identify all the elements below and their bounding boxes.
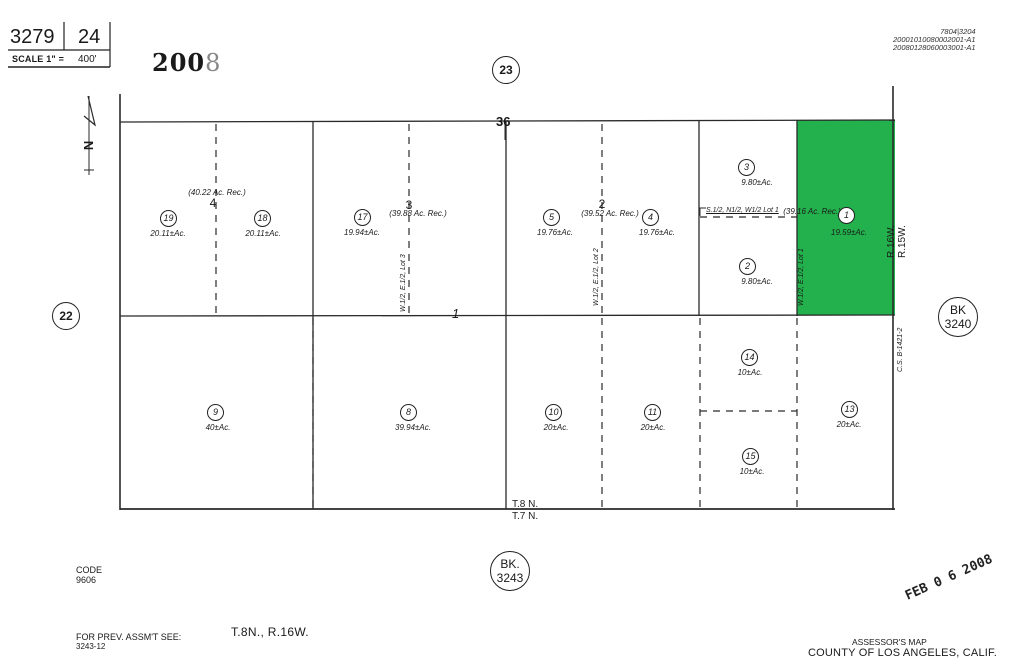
- lot-2-record: (39.52 Ac. Rec.): [581, 209, 639, 218]
- north-arrow-icon: N: [81, 140, 97, 151]
- parcel-acreage: 20±Ac.: [640, 423, 666, 432]
- scale-label: SCALE 1" =: [12, 54, 65, 64]
- map-year: 2008: [152, 48, 221, 77]
- parcel-acreage: 20±Ac.: [836, 420, 862, 429]
- parcel-number: 15: [742, 448, 759, 465]
- lot-2-subdivision-note: W.1/2, E.1/2, Lot 2: [593, 248, 600, 306]
- previous-assessment-ref: FOR PREV. ASSM'T SEE: 3243-12: [76, 632, 182, 652]
- document-number: 20001010080002001-A1: [893, 35, 976, 44]
- parcel-acreage: 20.11±Ac.: [245, 229, 281, 238]
- parcel-number: 14: [741, 349, 758, 366]
- lot-4-label: 4: [209, 196, 217, 210]
- lot-1-record: (39.16 Ac. Rec.): [783, 207, 841, 216]
- parcel-acreage: 19.76±Ac.: [639, 228, 675, 237]
- township-south-label: T.7 N.: [512, 511, 539, 522]
- township-north-label: T.8 N.: [512, 499, 539, 510]
- parcel-acreage: 40±Ac.: [205, 423, 231, 432]
- parcel-number: 17: [354, 209, 371, 226]
- lot-3-subdivision-note: W.1/2, E.1/2, Lot 3: [400, 254, 407, 312]
- parcel-acreage: 19.59±Ac.: [831, 228, 867, 237]
- code-value: 9606: [76, 575, 97, 585]
- document-number: 7804|3204: [940, 27, 976, 36]
- parcel-number: 18: [254, 210, 271, 227]
- parcel-number: 9: [207, 404, 224, 421]
- book-prefix: BK: [949, 303, 966, 317]
- parcel-number: 13: [841, 401, 858, 418]
- assessor-map-title: ASSESSOR'S MAP: [852, 637, 927, 647]
- parcel-number: 5: [543, 209, 560, 226]
- map-year-faint: 8: [205, 49, 222, 77]
- county-name: COUNTY OF LOS ANGELES, CALIF.: [808, 647, 997, 659]
- document-numbers: 7804|3204 20001010080002001-A1 200801280…: [893, 28, 976, 52]
- prev-value: 3243-12: [76, 642, 106, 651]
- map-book-number: 3279: [10, 26, 55, 48]
- parcel-number: 11: [644, 404, 661, 421]
- parcel-acreage: 9.80±Ac.: [741, 178, 773, 187]
- parcel-number: 19: [160, 210, 177, 227]
- adjacent-section-top[interactable]: 23: [492, 56, 520, 84]
- lot-1-north-note: S.1/2, N1/2, W1/2 Lot 1: [706, 207, 779, 214]
- code-label: CODE: [76, 565, 103, 575]
- parcel-number: 3: [738, 159, 755, 176]
- document-number: 20080128060003001-A1: [893, 43, 976, 52]
- adjacent-section-left[interactable]: 22: [52, 302, 80, 330]
- lot-3-label: 3: [405, 198, 413, 212]
- parcel-acreage: 10±Ac.: [739, 467, 765, 476]
- lot-2-label: 2: [598, 197, 606, 211]
- map-page-number: 24: [78, 26, 101, 48]
- parcel-acreage: 20±Ac.: [543, 423, 569, 432]
- book-prefix: BK.: [500, 557, 520, 571]
- parcel-number: 8: [400, 404, 417, 421]
- sheet-index-box: [8, 22, 111, 68]
- parcel-number: 1: [838, 207, 855, 224]
- range-west-label: R.15W.: [897, 225, 908, 258]
- adjacent-book-right[interactable]: BK 3240: [938, 297, 978, 337]
- quarter-label: 1: [452, 306, 460, 321]
- parcel-number: 10: [545, 404, 562, 421]
- lot-1-subdivision-note: W.1/2, E.1/2, Lot 1: [798, 248, 805, 306]
- map-year-main: 200: [152, 48, 206, 77]
- adjacent-book-bottom[interactable]: BK. 3243: [490, 551, 530, 591]
- section-number: 36: [496, 114, 511, 129]
- parcel-acreage: 39.94±Ac.: [395, 423, 431, 432]
- parcel-number: 2: [739, 258, 756, 275]
- parcel-acreage: 19.94±Ac.: [344, 228, 380, 237]
- parcel-acreage: 20.11±Ac.: [150, 229, 186, 238]
- county-survey-reference: C.S. B-1421-2: [897, 327, 904, 372]
- lot-4-record: (40.22 Ac. Rec.): [188, 188, 246, 197]
- book-number: 3243: [496, 571, 524, 585]
- parcel-acreage: 19.76±Ac.: [537, 228, 573, 237]
- parcel-acreage: 9.80±Ac.: [741, 277, 773, 286]
- parcel-acreage: 10±Ac.: [737, 368, 763, 377]
- prev-label: FOR PREV. ASSM'T SEE:: [76, 632, 182, 642]
- parcel-number: 4: [642, 209, 659, 226]
- scale-value: 400': [78, 54, 97, 65]
- book-number: 3240: [944, 317, 972, 331]
- range-east-label: R.16W.: [886, 225, 897, 258]
- lot-3-record: (39.88 Ac. Rec.): [389, 209, 447, 218]
- township-range-footer: T.8N., R.16W.: [231, 625, 309, 639]
- code-block: CODE 9606: [76, 565, 102, 585]
